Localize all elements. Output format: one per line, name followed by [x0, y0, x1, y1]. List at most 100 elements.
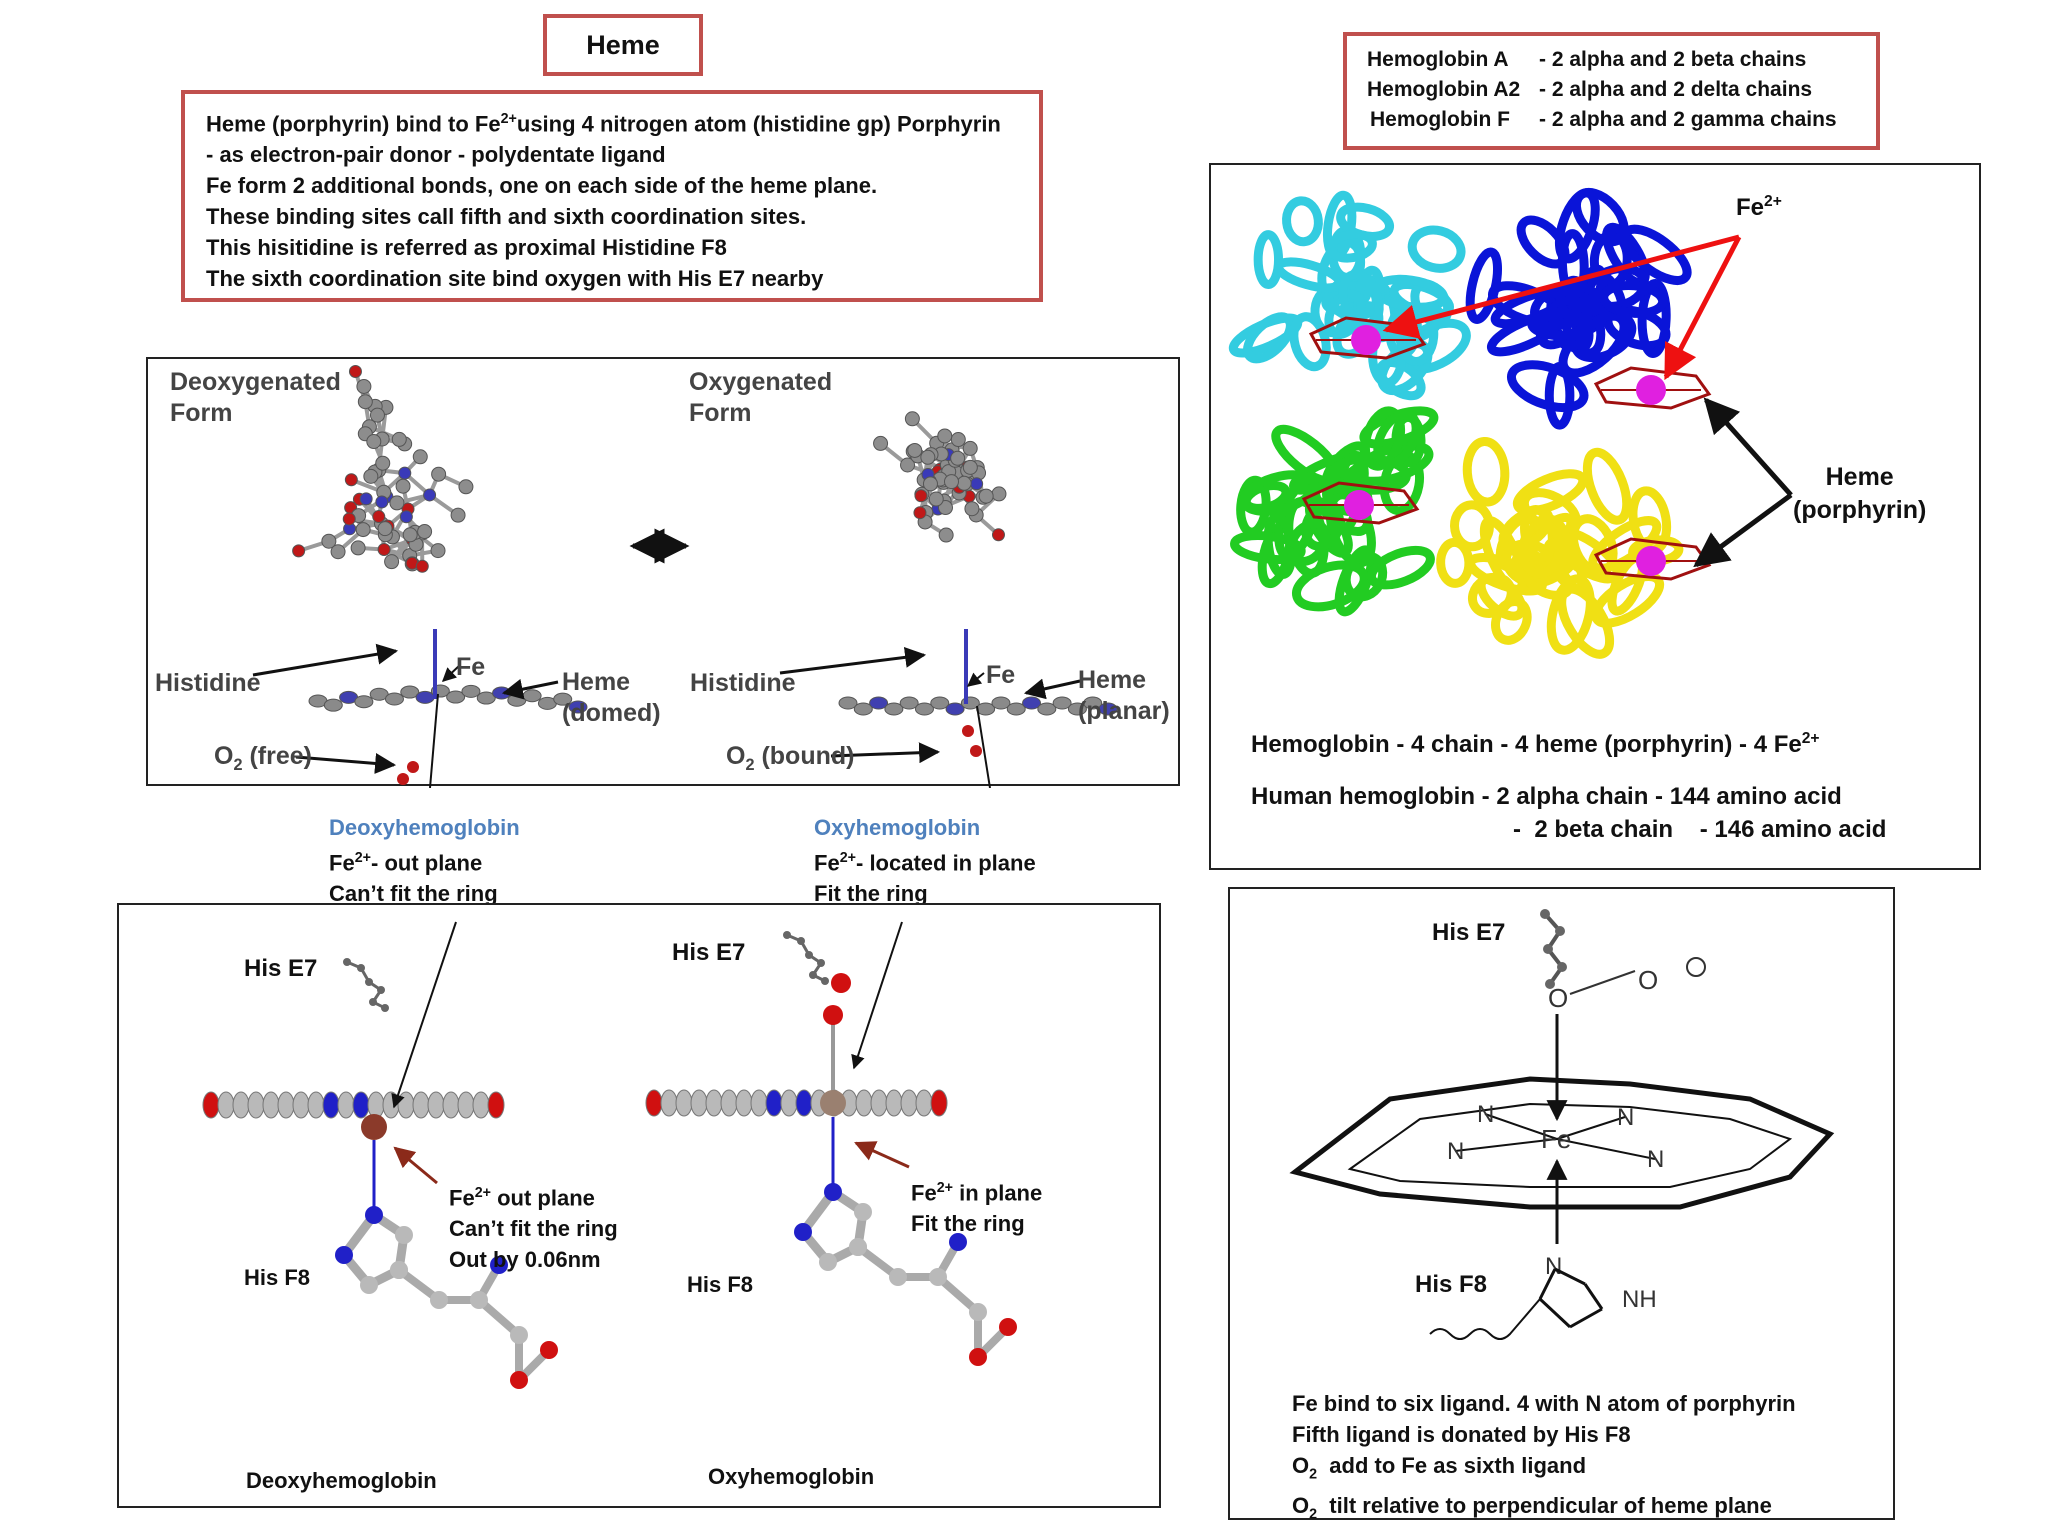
alpha-chain-1-ribbon [1325, 229, 1377, 263]
deoxy-his-e7-atom [377, 986, 385, 994]
heme-group-3-ring [1301, 481, 1420, 525]
fe-position-panel: His E7 His E7 His F8 His F8 Fe2+ out pla… [117, 903, 1161, 1508]
deoxy-heme-atom [522, 689, 542, 703]
fe-arrow-deoxy [441, 664, 461, 682]
oxy-protein-atom [873, 435, 889, 451]
oxy-protein-atom [956, 475, 972, 491]
oxy-heme-plane-atom [660, 1089, 678, 1117]
fe-arrow-oxy [966, 672, 985, 687]
beta-chain-1-ribbon [1530, 286, 1582, 332]
deoxyhemoglobin-label: Deoxyhemoglobin [246, 1468, 437, 1493]
deoxy-heme-plane-atom [472, 1091, 490, 1119]
beta-chain-2-ribbon [1462, 436, 1510, 507]
deoxy-heme-plane-atom [487, 1091, 505, 1119]
heme-group-4-iron [1636, 546, 1666, 576]
oxy-heme-plane-atom [705, 1089, 723, 1117]
fe-arrow-1 [1382, 234, 1740, 339]
beta-chain-2-ribbon [1498, 505, 1554, 553]
oxy-his-f8-chain-atom [999, 1318, 1017, 1336]
beta-chain-2-ribbon [1591, 571, 1665, 628]
oxy-pointer [851, 921, 903, 1070]
caption-pointer-oxy [976, 705, 991, 788]
oxy-o2-atom [831, 973, 851, 993]
oxy-heme-plane-atom [720, 1089, 738, 1117]
o-o-bond [1569, 970, 1636, 995]
deoxy-heme-atom [354, 695, 374, 709]
deoxy-protein-atom [375, 455, 391, 471]
oxy-protein-atom [964, 501, 980, 517]
oxy-his-e7-atom [805, 951, 813, 959]
his-e7-label-deoxy: His E7 [244, 955, 318, 982]
his-e7-atom [1557, 962, 1567, 972]
deoxy-caption-title: Deoxyhemoglobin [329, 815, 520, 840]
o2-free-atom [397, 773, 409, 785]
deoxy-heme-plane-atom [427, 1091, 445, 1119]
oxy-protein-atom [913, 506, 927, 520]
his-f8-label-deoxy: His F8 [244, 1265, 311, 1290]
hemoglobin-caption-3: - 2 beta chain - 146 amino acid [1513, 816, 1887, 843]
oxy-heme-plane-atom [885, 1089, 903, 1117]
heme-group-1-iron [1351, 325, 1381, 355]
oxy-heme-plane-atom [930, 1089, 948, 1117]
deoxy-protein-atom [402, 527, 418, 543]
deoxy-his-f8-ring-atom [365, 1206, 383, 1224]
beta-chain-1-ribbon [1544, 361, 1575, 430]
deoxy-protein-atom [342, 512, 356, 526]
oxy-protein-atom [943, 474, 959, 490]
oxy-heme-plane-atom [735, 1089, 753, 1117]
oxy-his-f8-chain-atom [949, 1233, 967, 1251]
heme-group-3-iron [1344, 490, 1374, 520]
oxy-heme-atom [853, 702, 873, 716]
deoxy-his-f8-chain-atom [390, 1261, 408, 1279]
deoxy-protein-atom [350, 540, 366, 556]
beta-chain-1-ribbon [1465, 247, 1503, 324]
his-f8-label-oxy: His F8 [687, 1272, 754, 1297]
deoxy-protein-atom [363, 468, 379, 484]
oxy-his-f8-chain-atom [969, 1348, 987, 1366]
deoxy-protein-atom [366, 434, 382, 450]
oxy-heme-plane-atom [795, 1089, 813, 1117]
oxy-caption-line2: Fit the ring [814, 881, 928, 907]
deoxy-protein-atom [399, 510, 413, 524]
heme-info-line-1: Heme (porphyrin) bind to Fe2+using 4 nit… [206, 111, 1001, 137]
oxy-his-f8-chain-atom [889, 1268, 907, 1286]
oxy-caption-title: Oxyhemoglobin [814, 815, 981, 840]
deoxy-protein-atom [415, 559, 429, 573]
beta-chain-2-ribbon [1467, 572, 1516, 618]
deoxy-protein-atom [348, 365, 362, 379]
deoxy-heme-plane-atom [217, 1091, 235, 1119]
deoxy-heme-plane-atom [277, 1091, 295, 1119]
deoxy-caption-line2: Can’t fit the ring [329, 881, 498, 907]
oxy-his-e7-atom [821, 977, 829, 985]
oxy-his-f8-ring-atom [819, 1253, 837, 1271]
deoxy-heme-atom [323, 698, 343, 712]
fe-label-deoxy: Fe [456, 653, 486, 681]
beta-chain-2-ribbon [1512, 469, 1588, 516]
alpha-chain-1-ribbon [1242, 312, 1295, 364]
deoxy-his-f8-ring-atom [360, 1276, 378, 1294]
oxy-caption: Oxyhemoglobin Fe2+- located in plane Fit… [814, 812, 1036, 909]
deoxy-his-f8-ring-atom [335, 1246, 353, 1264]
his-e7-atom [1540, 909, 1550, 919]
heme-info-line-4: These binding sites call fifth and sixth… [206, 204, 807, 230]
deoxy-his-f8-ring-atom [395, 1226, 413, 1244]
oxy-heme-atom [914, 702, 934, 716]
deoxy-heme-plane-atom [352, 1091, 370, 1119]
oxy-heme-atom [1067, 702, 1087, 716]
alpha-chain-1-ribbon [1407, 225, 1466, 273]
deoxy-his-e7-atom [343, 958, 351, 966]
heme-title: Heme [586, 29, 660, 60]
beta-chain-2-ribbon [1546, 574, 1595, 655]
deoxy-protein-atom [412, 449, 428, 465]
oxy-heme-atom [1083, 696, 1103, 710]
deoxy-protein-atom [344, 473, 358, 487]
his-e7-label-oxy: His E7 [672, 939, 746, 966]
oxy-heme-atom [899, 696, 919, 710]
heme-group-2-ring [1593, 366, 1712, 410]
fe-n-bond [1556, 1116, 1626, 1140]
deoxy-protein-atom [458, 479, 474, 495]
deoxy-heme-plane-atom [322, 1091, 340, 1119]
oxide-charge [1686, 957, 1706, 977]
his-nitrogen-atom: N [1545, 1253, 1562, 1280]
o2-arrow-oxy [830, 742, 941, 764]
